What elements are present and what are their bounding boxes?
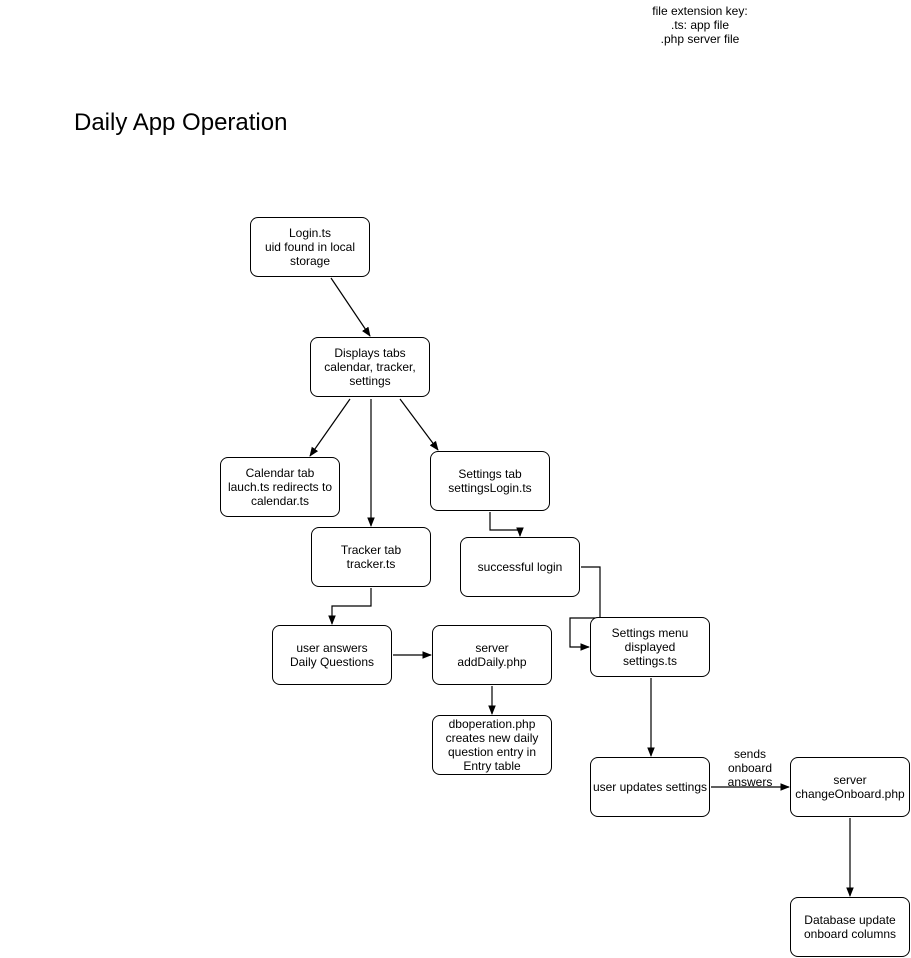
diagram-title: Daily App Operation [74,109,288,136]
edge-tabs-to-calendar [309,398,351,457]
edge-tabs-to-settings-tab [399,398,439,451]
user-updates-settings-node: user updates settings [590,757,710,817]
add-daily-node: server addDaily.php [432,625,552,685]
file-extension-key: file extension key: .ts: app file .php s… [620,4,780,46]
key-ts: .ts: app file [670,18,730,32]
edge-settings-tab-to-login [489,512,524,537]
successful-login-node: successful login [460,537,580,597]
key-php: .php server file [660,32,740,46]
user-answers-node: user answers Daily Questions [272,625,392,685]
calendar-tab-node: Calendar tab lauch.ts redirects to calen… [220,457,340,517]
key-heading: file extension key: [652,4,748,18]
edge-login-to-tabs [330,277,371,337]
settings-tab-node: Settings tab settingsLogin.ts [430,451,550,511]
database-update-node: Database update onboard columns [790,897,910,957]
login-node: Login.ts uid found in local storage [250,217,370,277]
change-onboard-node: server changeOnboard.php [790,757,910,817]
edge-tracker-to-user-answers [328,588,372,625]
settings-menu-node: Settings menu displayed settings.ts [590,617,710,677]
tracker-tab-node: Tracker tab tracker.ts [311,527,431,587]
edge-login-to-settings-menu [569,566,601,651]
dboperation-node: dboperation.php creates new daily questi… [432,715,552,775]
sends-onboard-label: sends onboard answers [727,747,773,789]
tabs-node: Displays tabs calendar, tracker, setting… [310,337,430,397]
